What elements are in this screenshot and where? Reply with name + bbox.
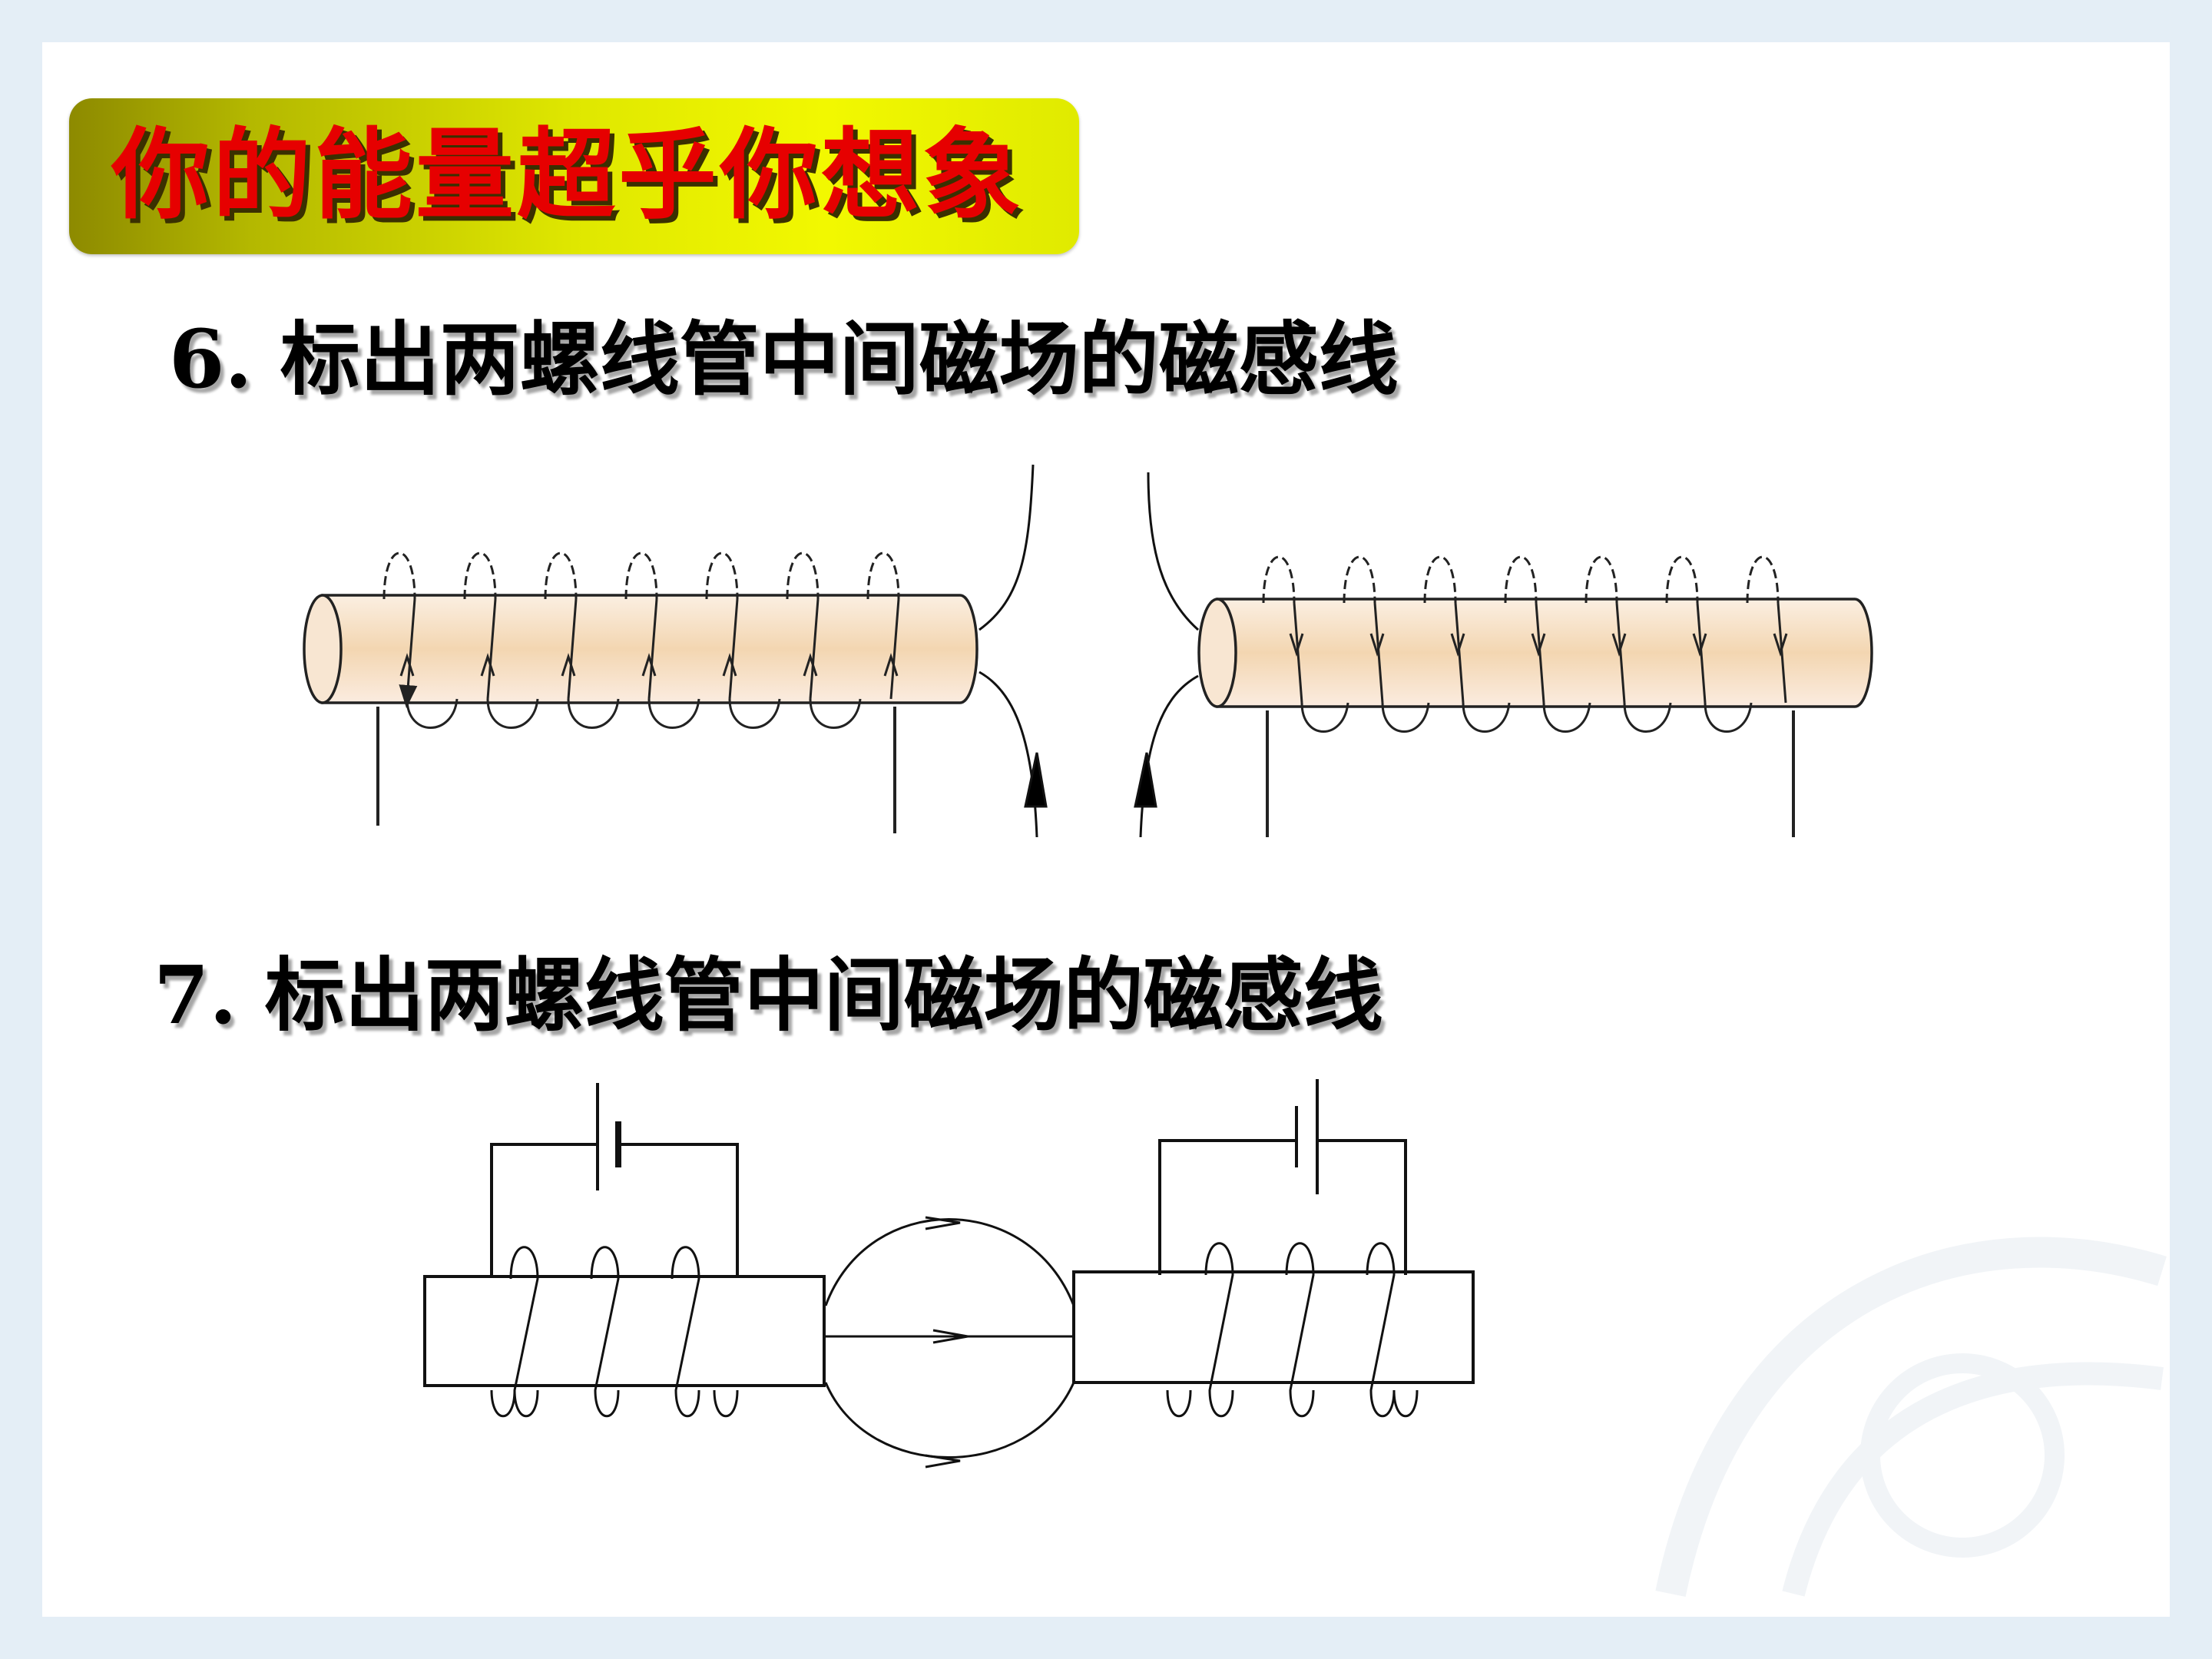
field-lines-6 [979, 464, 1199, 838]
figure-7-circuits [423, 1079, 1475, 1469]
question-6: 6. 标出两螺线管中间磁场的磁感线 [169, 312, 1399, 406]
title-banner: 你的能量超乎你想象 [69, 98, 1079, 254]
banner-title: 你的能量超乎你想象 [111, 118, 1025, 233]
question-7: 7. 标出两螺线管中间磁场的磁感线 [154, 948, 1383, 1042]
field-lines-7 [824, 1216, 1075, 1469]
school-logo-watermark [1655, 1237, 2167, 1598]
right-solenoid [1197, 555, 1873, 837]
figure-6-solenoids [303, 464, 1873, 838]
slide [42, 42, 2170, 1617]
left-solenoid [303, 551, 979, 833]
right-circuit [1072, 1079, 1475, 1417]
left-circuit [423, 1083, 826, 1417]
